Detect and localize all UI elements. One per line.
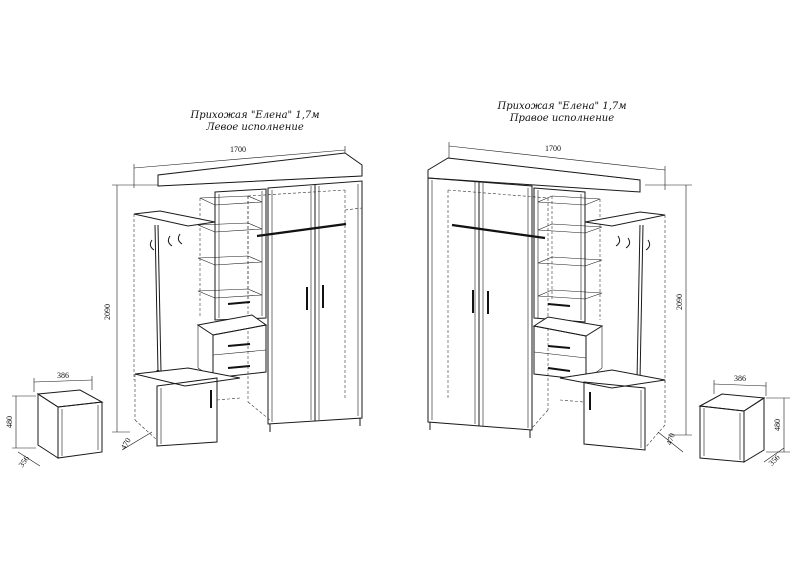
left-width-label: 1700 [230,145,246,154]
left-stool-width-label: 386 [57,371,69,380]
right-wardrobe [427,177,549,438]
left-stool-height-label: 480 [5,416,14,428]
right-subtitle: Правое исполнение [509,113,615,124]
right-height-label: 2090 [675,294,684,310]
left-wardrobe [247,180,363,432]
right-width-label: 1700 [545,144,561,153]
right-depth-label: 470 [664,432,677,446]
left-shelf-column [197,188,267,321]
right-title: Прихожая "Елена" 1,7м [497,101,627,112]
right-stool-height-label: 480 [773,419,782,431]
left-title-block: Прихожая "Елена" 1,7м Левое исполнение [190,110,320,134]
left-drawer-block [196,314,268,379]
right-height-dimension: 2090 [645,184,692,436]
left-depth-label: 470 [119,436,133,451]
left-title: Прихожая "Елена" 1,7м [190,110,320,121]
right-stool-width-label: 386 [734,374,746,383]
right-hallway-unit: 1700 2090 470 [427,142,692,453]
left-height-dimension: 2090 [103,184,158,433]
left-subtitle: Левое исполнение [206,122,304,133]
right-hanger-section [584,211,666,385]
right-title-block: Прихожая "Елена" 1,7м Правое исполнение [497,101,627,125]
left-height-label: 2090 [103,304,112,320]
right-stool-depth-label: 356 [767,453,782,468]
right-shelf-column [533,187,603,323]
right-stool: 386 480 356 [698,374,790,468]
left-depth-dimension: 470 [119,431,153,451]
left-stool-depth-label: 356 [17,454,31,469]
right-bench-cabinet [559,369,666,451]
left-hallway-unit: 1700 2090 470 [103,145,363,451]
left-hanger-section [133,210,216,380]
right-depth-dimension: 470 [657,431,684,453]
right-drawer-block [532,316,604,381]
left-stool: 386 480 356 [5,371,104,469]
left-bench-cabinet [134,367,241,447]
